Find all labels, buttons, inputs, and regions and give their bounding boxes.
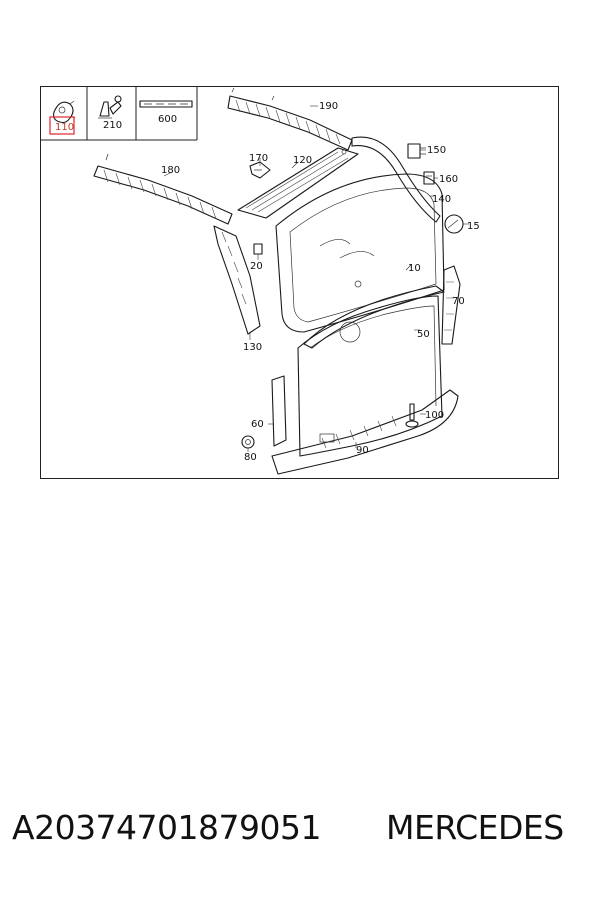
callout-160: 160 <box>439 174 458 185</box>
callout-60: 60 <box>251 419 264 430</box>
tailgate-frame-50 <box>297 285 445 457</box>
tailgate-trim-90 <box>271 389 459 475</box>
bracket-150 <box>407 143 426 159</box>
leader-lines <box>163 105 469 452</box>
header-label-210: 210 <box>103 120 122 131</box>
screw-210-icon <box>98 95 122 119</box>
clip-170 <box>249 161 271 179</box>
strip-600-icon <box>139 100 193 108</box>
callout-190: 190 <box>319 101 338 112</box>
header-panel-120 <box>237 147 359 219</box>
callout-90: 90 <box>356 445 369 456</box>
pillar-cover-70 <box>441 265 461 345</box>
callout-140: 140 <box>432 194 451 205</box>
callout-70: 70 <box>452 296 465 307</box>
callout-50: 50 <box>417 329 430 340</box>
callout-130: 130 <box>243 342 262 353</box>
parts-diagram: 110 210 600 <box>40 86 559 479</box>
pillar-trim-140 <box>351 136 441 223</box>
callout-10: 10 <box>408 263 421 274</box>
header-label-600: 600 <box>158 114 177 125</box>
part-number: A20374701879051 <box>12 808 322 847</box>
callout-120: 120 <box>293 155 312 166</box>
header-label-110: 110 <box>55 122 74 133</box>
highlight-box-110 <box>49 116 75 135</box>
bolt-100 <box>405 403 419 428</box>
callout-100: 100 <box>425 410 444 421</box>
callout-180: 180 <box>161 165 180 176</box>
pillar-cover-130 <box>213 225 261 335</box>
callout-20: 20 <box>250 261 263 272</box>
brand-name: MERCEDES <box>386 808 564 847</box>
callout-170: 170 <box>249 153 268 164</box>
callout-80: 80 <box>244 452 257 463</box>
footer: A20374701879051 MERCEDES <box>0 808 600 858</box>
roof-trim-rail-180 <box>93 153 233 225</box>
callout-15: 15 <box>467 221 480 232</box>
callout-150: 150 <box>427 145 446 156</box>
clip-20 <box>253 243 263 255</box>
roof-trim-rail-190 <box>227 87 353 151</box>
